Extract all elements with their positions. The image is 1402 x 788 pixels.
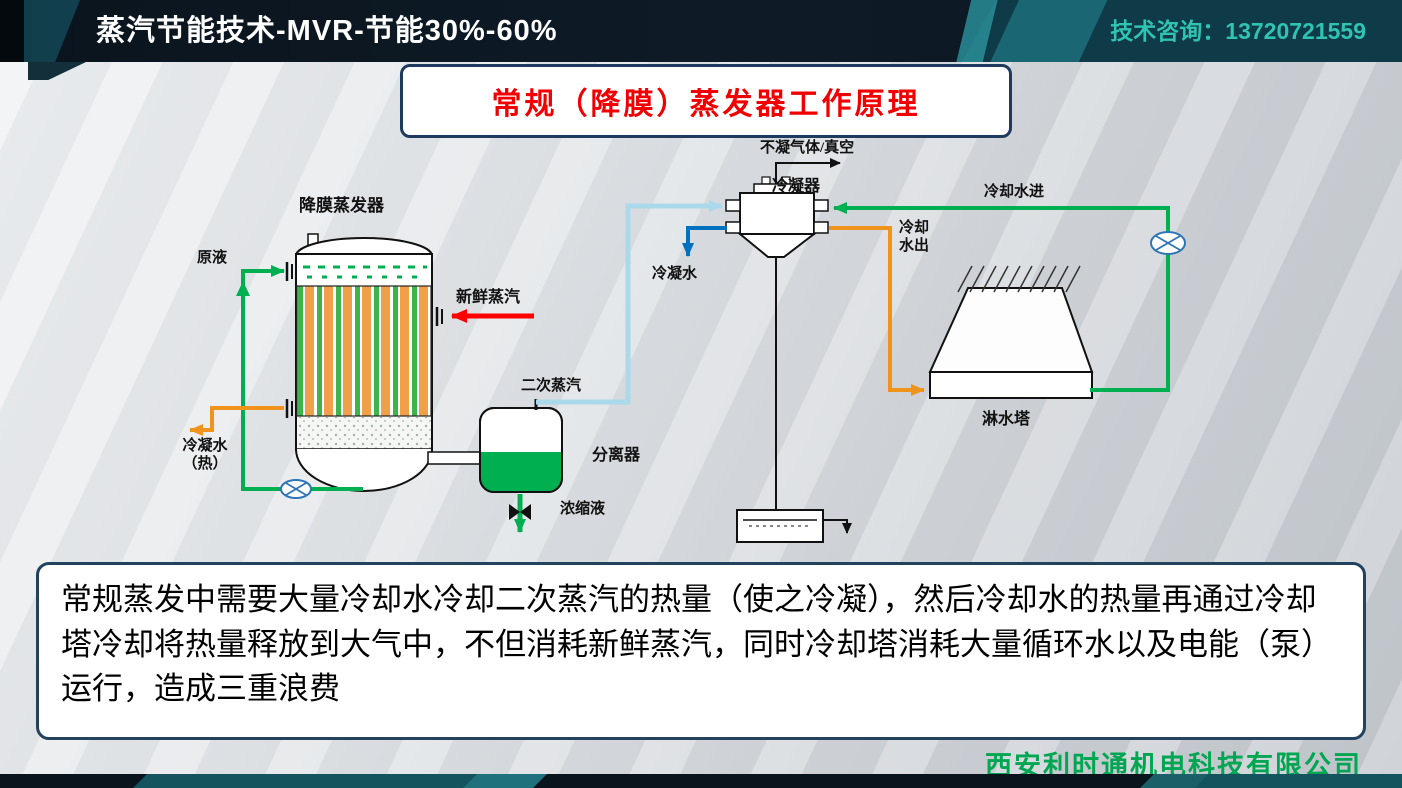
description-box: 常规蒸发中需要大量冷却水冷却二次蒸汽的热量（使之冷凝），然后冷却水的热量再通过冷… xyxy=(36,562,1366,740)
label-condensate-hot: 冷凝水（热） xyxy=(182,438,228,472)
cooling-water-out-line xyxy=(829,226,925,396)
valve-icon xyxy=(509,504,531,520)
footer-accent-shape xyxy=(1195,774,1402,788)
separator-vessel xyxy=(427,399,563,493)
label-evaporator: 降膜蒸发器 xyxy=(299,196,384,215)
spray-tower xyxy=(928,265,1094,399)
label-cooling-water-out: 冷却水出 xyxy=(898,220,929,254)
cooling-water-in-line xyxy=(833,202,1170,392)
label-cooling-water-in: 冷却水进 xyxy=(984,184,1045,200)
label-condensate: 冷凝水 xyxy=(652,266,698,282)
diagram-title: 常规（降膜）蒸发器工作原理 xyxy=(491,88,921,121)
hot-condensate-line xyxy=(189,406,284,436)
condenser-vessel xyxy=(725,158,841,516)
contact-info: 技术咨询：13720721559 xyxy=(1110,18,1366,44)
diagram-title-box: 常规（降膜）蒸发器工作原理 xyxy=(400,64,1012,138)
label-separator: 分离器 xyxy=(592,447,641,464)
header-title: 蒸汽节能技术-MVR-节能30%-60% xyxy=(96,15,558,47)
recirculation-up-arrow xyxy=(236,281,250,296)
footer-bar xyxy=(0,774,1402,788)
label-raw-liquid: 原液 xyxy=(197,250,228,266)
label-non-condensable: 不凝气体/真空 xyxy=(760,140,855,156)
header-bar: 蒸汽节能技术-MVR-节能30%-60% 技术咨询：13720721559 xyxy=(0,0,1402,62)
label-concentrate: 浓缩液 xyxy=(560,501,606,517)
footer-accent-shape xyxy=(463,774,547,788)
footer-accent-shape xyxy=(133,774,477,788)
label-spray-tower: 淋水塔 xyxy=(982,411,1031,428)
description-text: 常规蒸发中需要大量冷却水冷却二次蒸汽的热量（使之冷凝），然后冷却水的热量再通过冷… xyxy=(61,582,1332,707)
pump-icon xyxy=(280,479,312,499)
fan-icon xyxy=(1150,231,1186,255)
label-secondary-steam: 二次蒸汽 xyxy=(521,378,582,394)
label-fresh-steam: 新鲜蒸汽 xyxy=(456,289,521,306)
condensate-line xyxy=(682,226,727,257)
water-seal-tank xyxy=(736,509,852,543)
secondary-steam-line xyxy=(536,200,723,405)
label-condenser: 冷凝器 xyxy=(772,178,821,195)
falling-film-evaporator xyxy=(285,233,443,492)
